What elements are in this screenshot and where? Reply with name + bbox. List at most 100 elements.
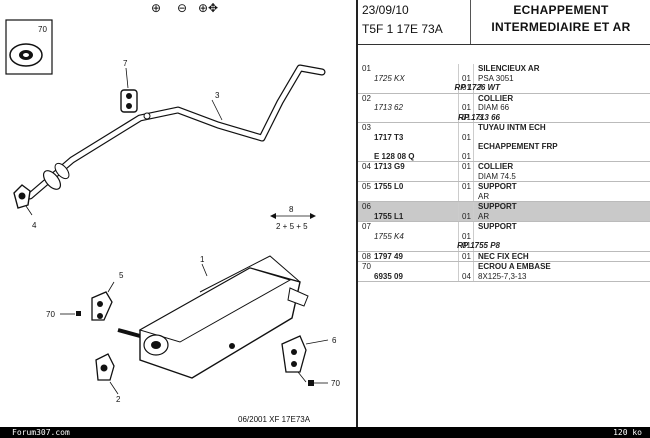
- intermediate-pipe: [26, 64, 326, 200]
- callout-label: 70: [46, 310, 55, 319]
- part-description: SUPPORT: [478, 222, 517, 231]
- part-description: ECROU A EMBASE: [478, 262, 551, 271]
- header-code: T5F 1 17E 73A: [362, 22, 443, 36]
- callout-label: 2: [116, 395, 121, 404]
- zoom-move-icon[interactable]: ⊕✥: [197, 1, 219, 15]
- parts-line: 02 COLLIER: [358, 94, 650, 104]
- exhaust-drawing: 70 7 3 4 8 2 + 5 + 5: [5, 19, 340, 424]
- clamp-4-part: [13, 184, 33, 216]
- part-quantity: 01: [462, 132, 471, 142]
- parts-diagram[interactable]: 70 7 3 4 8 2 + 5 + 5: [0, 0, 356, 427]
- part-description: AR: [478, 191, 490, 201]
- part-description: COLLIER: [478, 93, 514, 103]
- part-quantity: 01: [462, 251, 471, 261]
- part-description: DIAM 74.5: [478, 171, 516, 181]
- parts-line: DIAM 74.5: [358, 172, 650, 182]
- callout-label: 1: [200, 255, 205, 264]
- callout-label: 70: [38, 25, 47, 34]
- header-bottom-line: [358, 44, 650, 45]
- part-quantity: 01: [462, 83, 471, 92]
- part-quantity: 01: [462, 151, 471, 161]
- part-index: 06: [362, 202, 371, 211]
- part-reference[interactable]: RP 1713 66: [458, 112, 500, 122]
- part-description: NEC FIX ECH: [478, 251, 529, 261]
- part-reference[interactable]: 6935 09: [374, 271, 403, 281]
- part-quantity: 01: [462, 112, 471, 122]
- part-index: 08: [362, 251, 371, 261]
- zoom-in-icon[interactable]: ⊕: [150, 1, 162, 15]
- callout-label: 3: [215, 91, 220, 100]
- part-reference[interactable]: 1755 K4: [374, 231, 404, 241]
- parts-line: 01 SILENCIEUX AR: [358, 64, 650, 74]
- part-reference[interactable]: RP 1726 WT: [454, 83, 501, 92]
- support-7-part: [120, 67, 138, 113]
- part-description: SILENCIEUX AR: [478, 64, 540, 73]
- part-quantity: 01: [462, 73, 471, 83]
- rear-silencer-part: [117, 255, 309, 379]
- part-index: 07: [362, 222, 371, 231]
- part-description: 3: [478, 112, 483, 122]
- part-reference[interactable]: 1797 49: [374, 251, 403, 261]
- part-index: 70: [362, 262, 371, 271]
- status-size: 120 ko: [613, 428, 642, 437]
- part-reference[interactable]: RP 1755 P8: [457, 241, 500, 250]
- nut-thumbnail-frame: [5, 19, 53, 75]
- title-line-2: INTERMEDIAIRE ET AR: [491, 20, 631, 34]
- part-reference[interactable]: 1755 L0: [374, 182, 404, 191]
- page-title: ECHAPPEMENT INTERMEDIAIRE ET AR: [476, 2, 646, 36]
- parts-line: 70 ECROU A EMBASE: [358, 262, 650, 272]
- clamp-2-part: [95, 353, 119, 395]
- part-description: DIAM 66: [478, 103, 510, 112]
- part-reference[interactable]: 1713 62: [374, 103, 403, 112]
- status-site: Forum307.com: [12, 428, 70, 437]
- header-date: 23/09/10: [362, 3, 409, 17]
- parts-line: 1713 62 01 DIAM 66: [358, 103, 650, 113]
- part-reference[interactable]: 1717 T3: [374, 132, 404, 142]
- part-index: 01: [362, 64, 371, 73]
- support-6-part: [281, 335, 329, 383]
- callout-label: 7: [123, 59, 128, 68]
- part-description: SUPPORT: [478, 182, 517, 191]
- title-line-1: ECHAPPEMENT: [513, 3, 609, 17]
- callout-label: 6: [332, 336, 337, 345]
- callout-label: 4: [32, 221, 37, 230]
- parts-line: 07 SUPPORT: [358, 222, 650, 232]
- part-reference[interactable]: E 128 08 Q: [374, 151, 415, 161]
- part-index: 04: [362, 162, 371, 171]
- diagram-footer: 06/2001 XF 17E73A: [238, 415, 311, 424]
- page-header: 23/09/10 T5F 1 17E 73A ECHAPPEMENT INTER…: [358, 0, 650, 44]
- part-index: 02: [362, 93, 371, 103]
- part-description: 7: [478, 83, 483, 92]
- part-reference[interactable]: 1725 KX: [374, 73, 405, 83]
- parts-line: E 128 08 Q 01: [358, 152, 650, 162]
- part-reference[interactable]: 1755 L1: [374, 211, 404, 221]
- parts-line: AR: [358, 192, 650, 202]
- part-quantity: 01: [462, 162, 471, 171]
- callout-label: 70: [331, 379, 340, 388]
- part-reference[interactable]: 1713 G9: [374, 162, 405, 171]
- parts-line: 03 TUYAU INTM ECH: [358, 123, 650, 133]
- status-bar: Forum307.com 120 ko: [0, 427, 650, 438]
- part-quantity: 01: [462, 103, 471, 112]
- support-5-part: [91, 281, 115, 321]
- parts-line: 1717 T3 01: [358, 133, 650, 143]
- part-description: TUYAU INTM ECH: [478, 123, 546, 132]
- part-index: 03: [362, 123, 371, 132]
- part-description: 8X125-7,3-13: [478, 271, 527, 281]
- parts-line: ECHAPPEMENT FRP: [358, 142, 650, 152]
- zoom-out-icon[interactable]: ⊖: [176, 1, 188, 15]
- part-description: AR: [478, 211, 490, 221]
